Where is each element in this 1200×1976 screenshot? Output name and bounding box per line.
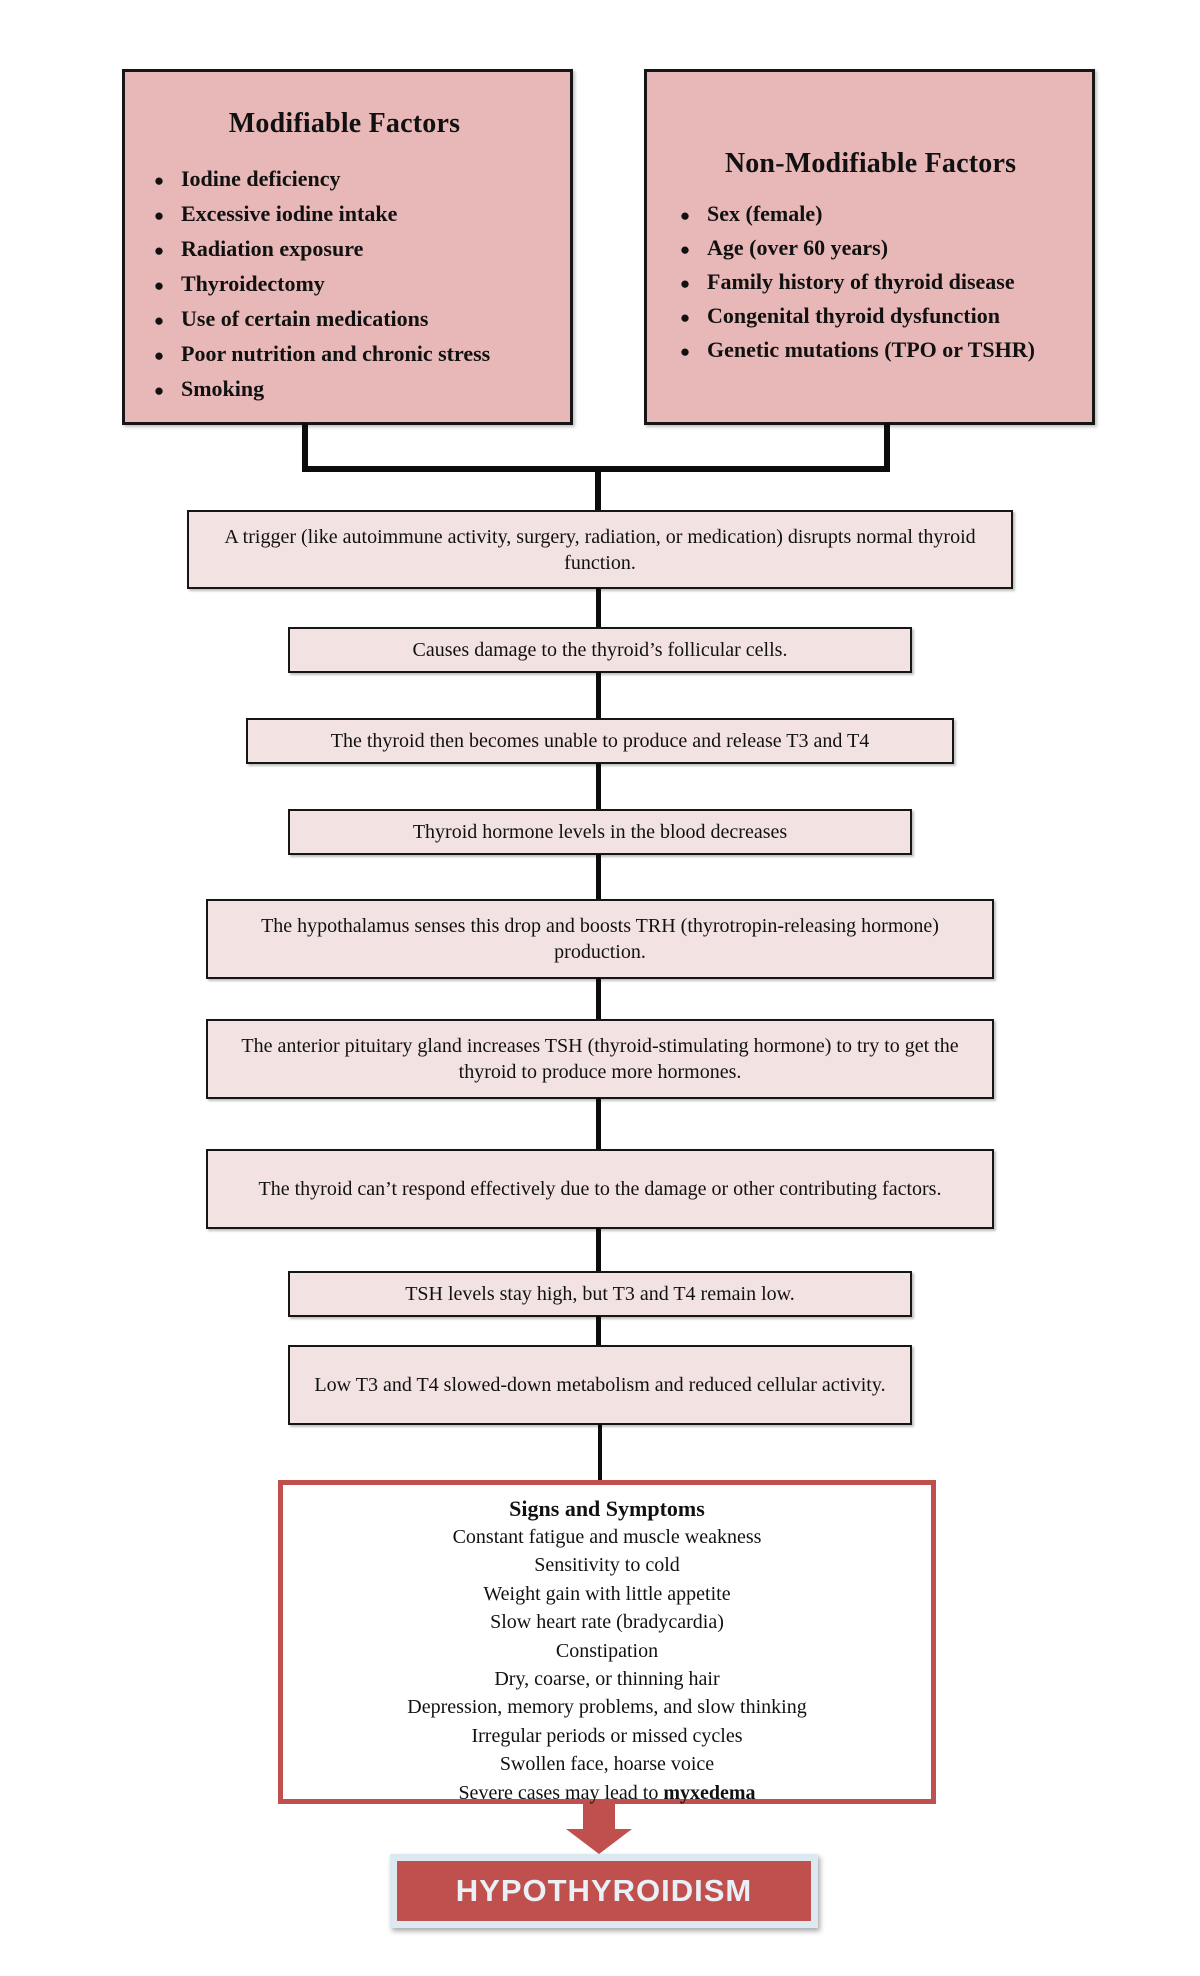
symptom-line: Weight gain with little appetite [483, 1582, 731, 1605]
connector-line [596, 1316, 601, 1346]
connector-line [598, 1424, 602, 1481]
modifiable-factors-box: Modifiable Factors ● Iodine deficiency ● E… [122, 69, 573, 425]
list-item: ● Thyroidectomy [137, 267, 552, 302]
bullet-icon: ● [679, 308, 691, 327]
connector-line [596, 978, 601, 1020]
modifiable-factors-title: Modifiable Factors [228, 108, 461, 139]
connector-line [596, 854, 601, 900]
symptom-line: Irregular periods or missed cycles [471, 1724, 743, 1747]
bullet-icon: ● [153, 381, 165, 400]
list-item: ● Age (over 60 years) [663, 232, 1078, 266]
list-item: ● Family history of thyroid disease [663, 266, 1078, 300]
signs-symptoms-box: Signs and Symptoms Constant fatigue and … [278, 1480, 936, 1804]
list-item: ● Use of certain medications [137, 302, 552, 337]
flow-step-box: TSH levels stay high, but T3 and T4 rema… [288, 1271, 912, 1317]
connector-line [596, 672, 601, 719]
flow-step-box: Low T3 and T4 slowed-down metabolism and… [288, 1345, 912, 1425]
flow-step-box: The thyroid can’t respond effectively du… [206, 1149, 994, 1229]
modifiable-factors-list: ● Iodine deficiency ● Excessive iodine int… [137, 162, 552, 407]
list-item: ● Poor nutrition and chronic stress [137, 337, 552, 372]
bullet-icon: ● [153, 241, 165, 260]
factor-item-label: Sex (female) [707, 201, 823, 226]
factor-item-label: Use of certain medications [181, 306, 429, 331]
outcome-label: HYPOTHYROIDISM [455, 1873, 753, 1908]
non-modifiable-factors-box: Non-Modifiable Factors ● Sex (female) ● Ag… [644, 69, 1095, 425]
factor-item-label: Iodine deficiency [181, 166, 341, 191]
list-item: ● Sex (female) [663, 198, 1078, 232]
list-item: ● Iodine deficiency [137, 162, 552, 197]
connector-line [884, 423, 890, 468]
non-modifiable-factors-list: ● Sex (female) ● Age (over 60 years) ● Fami… [663, 198, 1078, 368]
connector-line [595, 470, 601, 512]
connector-line [302, 466, 890, 472]
symptom-line: Sensitivity to cold [534, 1554, 680, 1577]
arrow-stem [583, 1804, 615, 1829]
bullet-icon: ● [153, 171, 165, 190]
symptom-line: Slow heart rate (bradycardia) [490, 1611, 724, 1634]
non-modifiable-factors-title: Non-Modifiable Factors [724, 148, 1017, 179]
outcome-banner: HYPOTHYROIDISM [390, 1854, 818, 1928]
flow-step-box: The hypothalamus senses this drop and bo… [206, 899, 994, 979]
connector-line [302, 423, 308, 468]
factor-item-label: Age (over 60 years) [707, 235, 889, 260]
bullet-icon: ● [153, 346, 165, 365]
factor-item-label: Radiation exposure [181, 236, 364, 261]
symptom-line-final: Severe cases may lead to myxedema [283, 1779, 931, 1807]
connector-line [596, 763, 601, 810]
flow-step-box: A trigger (like autoimmune activity, sur… [187, 510, 1013, 589]
symptom-line: Depression, memory problems, and slow th… [407, 1696, 807, 1719]
bullet-icon: ● [679, 240, 691, 259]
flow-step-box: The anterior pituitary gland increases T… [206, 1019, 994, 1099]
connector-line [596, 1098, 601, 1150]
flow-step-box: The thyroid then becomes unable to produ… [246, 718, 954, 764]
factor-item-label: Smoking [181, 376, 265, 401]
factor-item-label: Genetic mutations (TPO or TSHR) [707, 337, 1035, 362]
symptom-line: Swollen face, hoarse voice [499, 1753, 715, 1776]
symptom-line: Dry, coarse, or thinning hair [494, 1668, 720, 1691]
bullet-icon: ● [153, 206, 165, 225]
outcome-banner-fill: HYPOTHYROIDISM [397, 1861, 811, 1921]
bullet-icon: ● [153, 276, 165, 295]
factor-item-label: Congenital thyroid dysfunction [707, 303, 1000, 328]
arrow-head [566, 1829, 632, 1854]
list-item: ● Congenital thyroid dysfunction [663, 300, 1078, 334]
list-item: ● Radiation exposure [137, 232, 552, 267]
list-item: ● Excessive iodine intake [137, 197, 552, 232]
signs-symptoms-title: Signs and Symptoms [509, 1496, 705, 1521]
factor-item-label: Family history of thyroid disease [707, 269, 1015, 294]
factor-item-label: Excessive iodine intake [181, 201, 398, 226]
flow-step-box: Causes damage to the thyroid’s follicula… [288, 627, 912, 673]
list-item: ● Genetic mutations (TPO or TSHR) [663, 334, 1078, 368]
bullet-icon: ● [679, 274, 691, 293]
flow-step-box: Thyroid hormone levels in the blood decr… [288, 809, 912, 855]
bullet-icon: ● [679, 342, 691, 361]
symptom-final-prefix: Severe cases may lead to [458, 1781, 664, 1804]
arrow-down-icon [566, 1804, 632, 1854]
symptom-line: Constant fatigue and muscle weakness [452, 1526, 762, 1548]
symptom-final-bold: myxedema [663, 1781, 756, 1804]
factor-item-label: Thyroidectomy [181, 271, 325, 296]
bullet-icon: ● [679, 206, 691, 225]
list-item: ● Smoking [137, 372, 552, 407]
symptom-line: Constipation [555, 1639, 659, 1662]
connector-line [596, 588, 601, 628]
factor-item-label: Poor nutrition and chronic stress [181, 341, 491, 366]
connector-line [596, 1228, 601, 1272]
bullet-icon: ● [153, 311, 165, 330]
